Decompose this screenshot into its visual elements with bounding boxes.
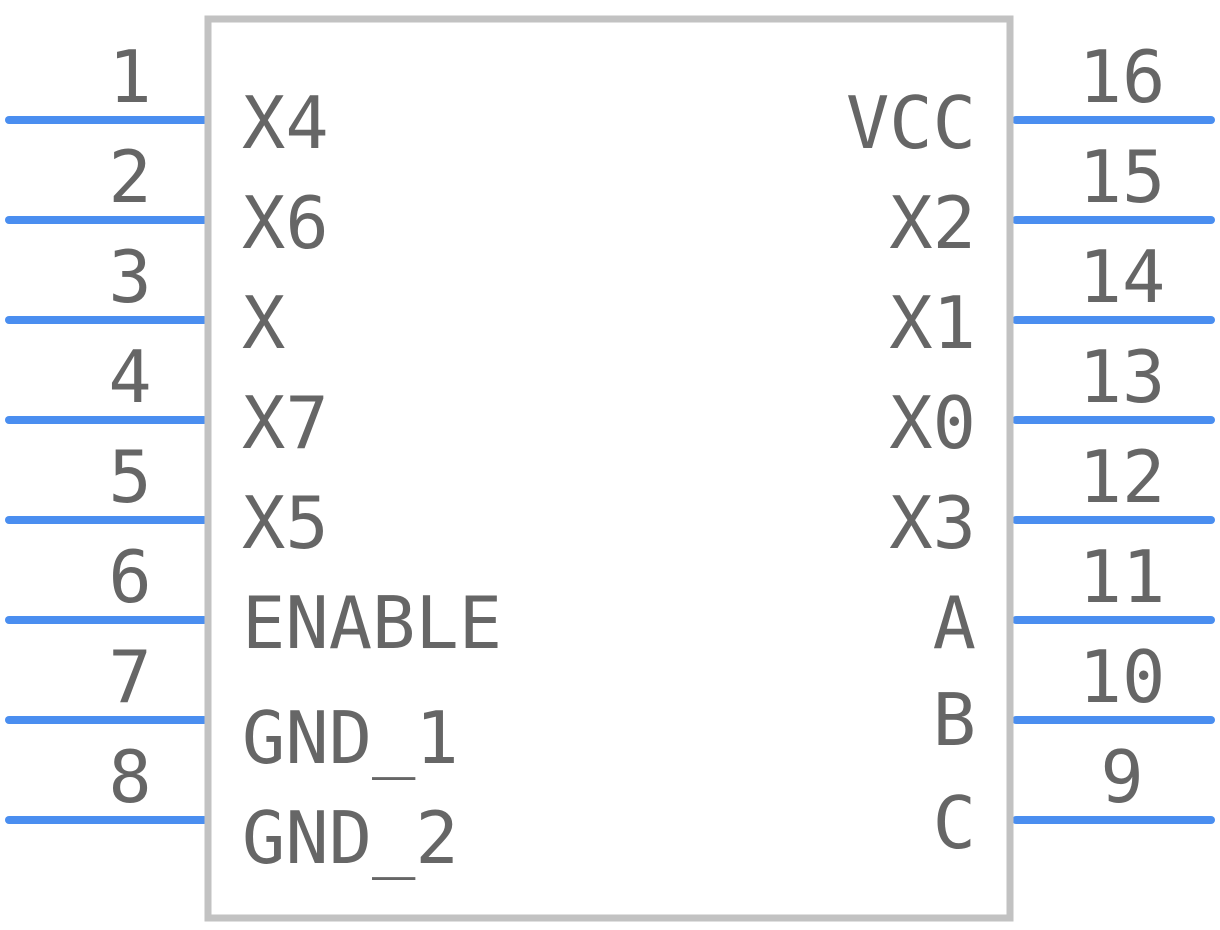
left-pin-group: 1 2 3 4 5 6 7 8 (5, 35, 208, 824)
pin-10-number: 10 (1079, 635, 1166, 719)
pin-12-label: X3 (889, 481, 976, 565)
pin-13-label: X0 (889, 381, 976, 465)
pin-9-number: 9 (1100, 735, 1143, 819)
pin-11-number: 11 (1079, 535, 1166, 619)
pin-11-label: A (933, 581, 976, 665)
pin-5-label: X5 (242, 481, 329, 565)
pin-7-label: GND_1 (242, 696, 459, 780)
pin-9-label: C (933, 781, 976, 865)
pin-3-number: 3 (108, 235, 151, 319)
pin-1-label: X4 (242, 81, 329, 165)
pin-8-label: GND_2 (242, 796, 459, 880)
pin-16-number: 16 (1079, 35, 1166, 119)
pin-13-number: 13 (1079, 335, 1166, 419)
right-pin-group: 16 15 14 13 12 11 10 9 (1012, 35, 1215, 824)
pin-8-number: 8 (108, 735, 151, 819)
pin-7-number: 7 (108, 635, 151, 719)
pin-4-number: 4 (108, 335, 151, 419)
pin-16-label: VCC (846, 81, 976, 165)
pin-2-label: X6 (242, 181, 329, 265)
pin-14-number: 14 (1079, 235, 1166, 319)
pin-10-label: B (933, 678, 976, 762)
pin-1-number: 1 (108, 35, 151, 119)
pin-6-number: 6 (108, 535, 151, 619)
ic-body-outline (204, 15, 1014, 922)
pin-2-number: 2 (108, 135, 151, 219)
pin-5-number: 5 (108, 435, 151, 519)
pin-15-number: 15 (1079, 135, 1166, 219)
pin-12-number: 12 (1079, 435, 1166, 519)
pin-15-label: X2 (889, 181, 976, 265)
pin-6-label: ENABLE (242, 581, 502, 665)
pin-14-label: X1 (889, 281, 976, 365)
pin-4-label: X7 (242, 381, 329, 465)
pin-3-label: X (242, 281, 285, 365)
